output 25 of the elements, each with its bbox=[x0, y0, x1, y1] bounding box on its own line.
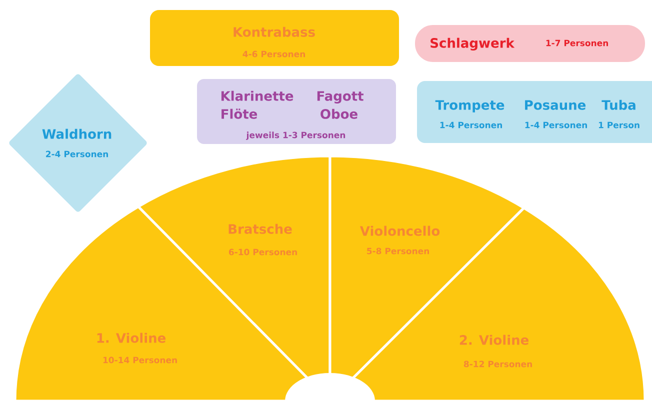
instrument-name: Bratsche bbox=[228, 224, 292, 234]
instrument-name: Violoncello bbox=[360, 226, 440, 236]
player-count: 2-4 Personen bbox=[46, 150, 108, 158]
instrument-name: Posaune bbox=[525, 100, 586, 110]
instrument-name: Kontrabass bbox=[234, 26, 315, 37]
instrument-name: Flöte bbox=[222, 108, 258, 119]
player-count: 4-6 Personen bbox=[242, 50, 305, 58]
player-count: 10-14 Personen bbox=[103, 356, 177, 364]
instrument-name: 1. Violine bbox=[97, 332, 166, 343]
player-count: 8-12 Personen bbox=[464, 360, 532, 368]
player-count: jeweils 1-3 Personen bbox=[246, 132, 346, 140]
instrument-name: Fagott bbox=[317, 91, 364, 104]
instrument-name: Trompete bbox=[435, 100, 504, 112]
instrument-name: Tuba bbox=[602, 100, 636, 110]
player-count: 1-4 Personen bbox=[440, 122, 502, 128]
instrument-name: Waldhorn bbox=[42, 128, 112, 139]
player-count: 1 Person bbox=[598, 122, 640, 128]
player-count: 5-8 Personen bbox=[367, 248, 429, 254]
instrument-name: 2. Violine bbox=[460, 334, 528, 345]
player-count: 6-10 Personen bbox=[228, 248, 297, 256]
instrument-name: Schlagwerk bbox=[430, 38, 515, 50]
instrument-name: Oboe bbox=[320, 108, 358, 119]
instrument-name: Klarinette bbox=[221, 90, 294, 101]
player-count: 1-7 Personen bbox=[546, 40, 608, 46]
player-count: 1-4 Personen bbox=[525, 122, 587, 128]
